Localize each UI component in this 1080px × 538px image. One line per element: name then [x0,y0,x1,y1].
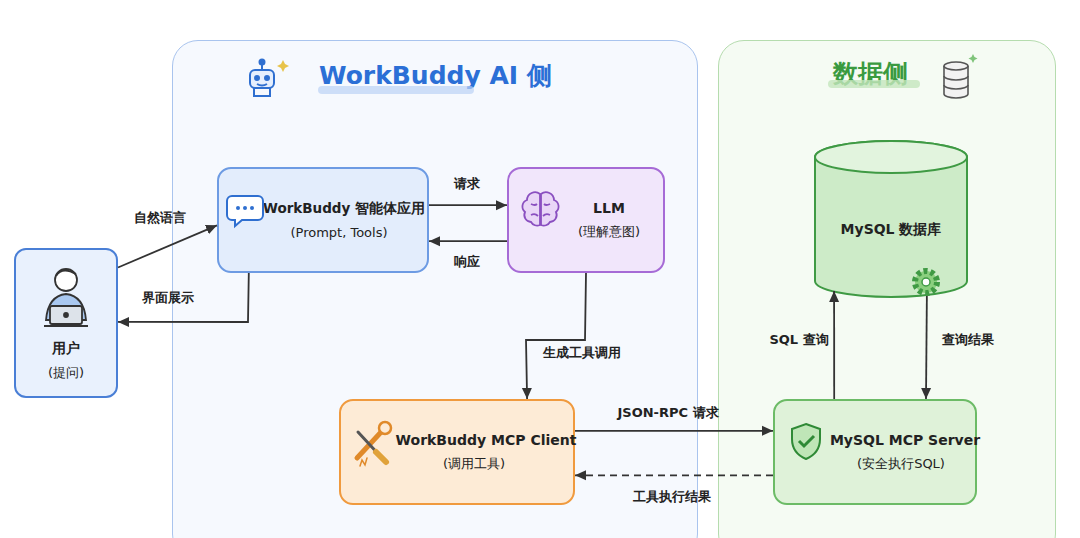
edge-label: 工具执行结果 [633,488,711,506]
data-side-panel: 数据侧 MySQL 数据库 MySQL MCP Server (安全执行SQL) [718,40,1056,538]
node-subtitle: (理解意图) [578,223,640,241]
connector-arrow [526,273,586,399]
edge-label: JSON-RPC 请求 [617,404,718,422]
connector-arrow [118,225,217,267]
robot-icon [250,60,289,97]
node-title: LLM [593,200,625,216]
connector-arrow [118,273,249,322]
connector-arrow [575,474,773,476]
node-title: MySQL 数据库 [841,221,942,239]
node-title: WorkBuddy 智能体应用 [263,200,425,218]
chat-icon [227,196,263,226]
cylinder-top [815,141,967,173]
cylinder-body [815,141,967,297]
connector-arrow [833,291,835,399]
node-subtitle: (调用工具) [443,455,505,473]
user-icon [44,269,88,326]
title-highlight [318,86,474,94]
ai-side-panel: WorkBuddy AI 侧 WorkBuddy 智能体应用 (Prompt, To… [172,40,698,538]
gear-icon [915,271,937,293]
panel-title: WorkBuddy AI 侧 [319,59,552,92]
node-subtitle: (Prompt, Tools) [290,225,387,240]
connector-arrow [575,430,773,432]
tools-icon [357,422,391,466]
shield-icon [792,424,820,459]
cylinder-shape [813,139,969,299]
panel-title: 数据侧 [833,57,908,90]
database-icon [944,54,978,98]
edge-label: SQL 查询 [769,331,828,349]
mcp-client-box: WorkBuddy MCP Client (调用工具) [339,399,575,505]
brain-icon [522,192,558,225]
node-subtitle: (提问) [48,364,84,382]
edge-label: 请求 [454,175,480,193]
mcp-server-box: MySQL MCP Server (安全执行SQL) [773,399,977,505]
llm-box: LLM (理解意图) [507,167,665,273]
connector-arrow [925,293,928,399]
connector-arrow [429,240,507,242]
edge-label: 自然语言 [134,209,186,227]
user-box: 用户 (提问) [14,248,118,398]
node-title: WorkBuddy MCP Client [396,432,577,448]
database-cylinder: MySQL 数据库 [813,139,969,299]
edge-label: 查询结果 [942,331,994,349]
edge-label: 生成工具调用 [543,344,621,362]
title-highlight [828,80,920,88]
node-subtitle: (安全执行SQL) [857,455,945,473]
agent-app-box: WorkBuddy 智能体应用 (Prompt, Tools) [217,167,429,273]
node-title: MySQL MCP Server [830,432,980,448]
edge-label: 响应 [454,253,480,271]
connector-arrow [429,204,507,206]
edge-label: 界面展示 [142,289,194,307]
node-title: 用户 [52,340,80,358]
